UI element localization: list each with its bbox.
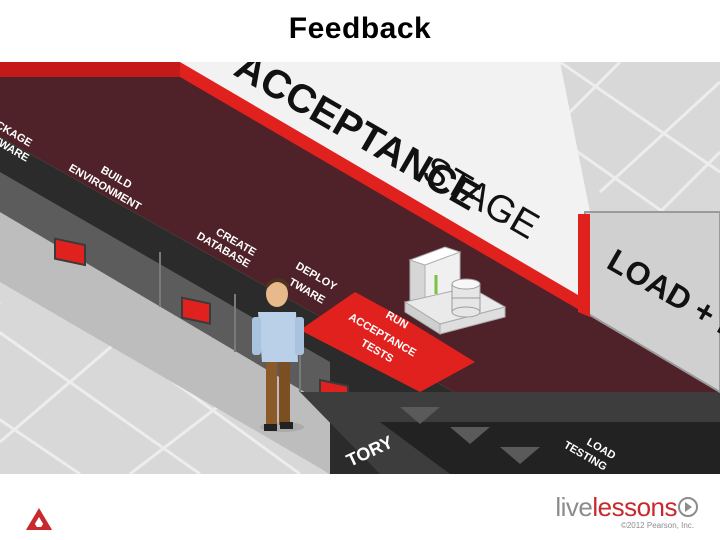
- belt-base: [0, 212, 330, 474]
- copyright: ©2012 Pearson, Inc.: [620, 521, 694, 530]
- database-icon: [451, 278, 481, 318]
- conveyor-belt: [0, 137, 600, 474]
- history-arrows: [400, 407, 540, 464]
- play-circle-icon: [678, 497, 698, 517]
- belt-front-face: [0, 172, 330, 407]
- person-figure: [252, 278, 304, 432]
- brand-lessons: lessons: [592, 492, 677, 522]
- pipeline-scene: ACCEPTANCE STAGE LOAD + P CKAGE TWARE BU…: [0, 62, 720, 474]
- publisher-logo-icon: [26, 508, 52, 530]
- brand-block: livelessons ©2012 Pearson, Inc.: [555, 494, 698, 530]
- load-sign-edge: [578, 214, 590, 317]
- brand-live: live: [555, 492, 593, 522]
- pipeline-illustration: ACCEPTANCE STAGE LOAD + P CKAGE TWARE BU…: [0, 62, 720, 474]
- maroon-lane: [0, 77, 720, 474]
- stage-red-stripe: [180, 62, 600, 324]
- indicator-lights: [54, 237, 349, 406]
- slide-title: Feedback: [288, 12, 432, 45]
- brand-wordmark: livelessons: [555, 494, 698, 520]
- run-acceptance-tests-highlight: [300, 292, 475, 392]
